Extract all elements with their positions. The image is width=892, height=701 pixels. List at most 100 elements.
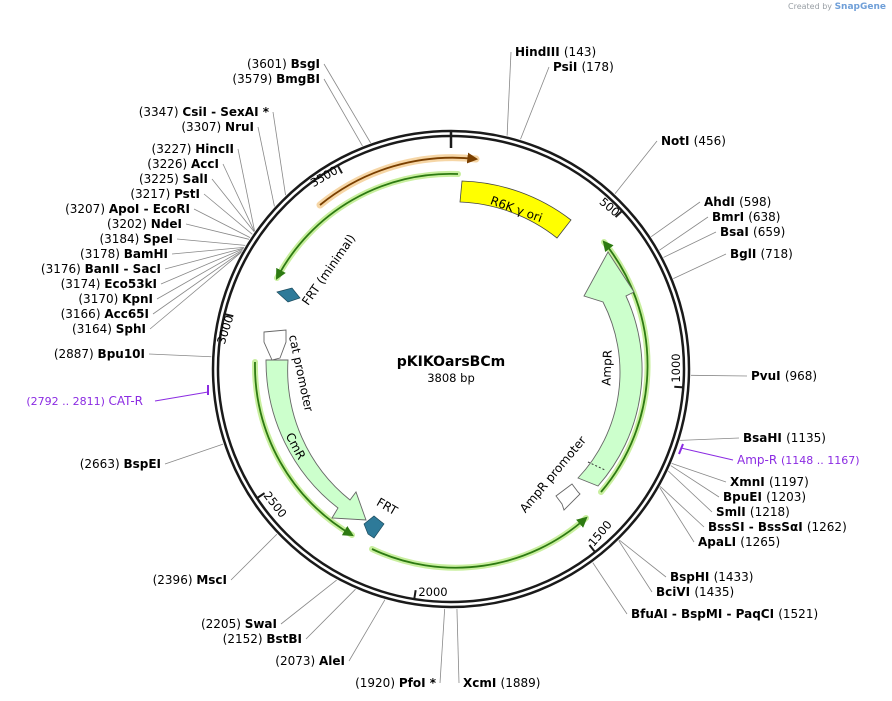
ampr-promoter-label: AmpR promoter [517, 433, 589, 515]
site-label: PsiI (178) [553, 60, 614, 74]
ampr-promoter-arrow [555, 483, 581, 511]
site-enzyme: ApaLI [698, 535, 740, 549]
tick-mark-500 [614, 210, 623, 218]
site-enzyme: Acc65I [104, 307, 149, 321]
tick-mark-1500 [588, 544, 596, 553]
site-position: (3225) [139, 172, 183, 186]
site-label: (1920) PfoI * [355, 676, 437, 690]
leader-line [614, 140, 658, 195]
site-position: (3184) [99, 232, 143, 246]
site-enzyme: PfoI * [399, 676, 437, 690]
snapgene-credit: Created by SnapGene [788, 2, 886, 12]
plasmid-length: 3808 bp [427, 371, 475, 385]
site-label: BsaI (659) [720, 225, 785, 239]
site-position: (968) [785, 369, 817, 383]
leader-line [456, 608, 460, 684]
leader-line [680, 437, 740, 441]
site-enzyme: Bpu10I [98, 347, 145, 361]
frt-arrow [363, 515, 385, 539]
leader-line [520, 66, 550, 140]
site-label: (3225) SalI [139, 172, 208, 186]
tick-marks [224, 164, 684, 600]
site-position: (2663) [80, 457, 124, 471]
site-enzyme: PstI [174, 187, 200, 201]
site-enzyme: BpuEI [723, 490, 766, 504]
leader-line [671, 463, 727, 483]
tick-mark-3500 [336, 164, 343, 174]
site-label: PvuI (968) [751, 369, 817, 383]
site-label: XcmI (1889) [463, 676, 540, 690]
site-position: (1262) [807, 520, 847, 534]
site-position: (1920) [355, 676, 399, 690]
leader-line [164, 247, 244, 270]
site-position: (3601) [247, 57, 291, 71]
tick-mark-2000 [413, 590, 417, 600]
site-position: (1889) [501, 676, 541, 690]
site-enzyme: ApoI - EcoRI [109, 202, 190, 216]
site-label: (2887) Bpu10I [54, 347, 145, 361]
site-enzyme: NdeI [151, 217, 182, 231]
site-label: (2663) BspEI [80, 457, 161, 471]
site-label: BpuEI (1203) [723, 490, 806, 504]
site-enzyme: XmnI [730, 475, 769, 489]
site-label: (3178) BamHI [80, 247, 168, 261]
site-position: (3178) [80, 247, 124, 261]
leader-line [156, 249, 243, 300]
site-label: BspHI (1433) [670, 570, 753, 584]
leader-line [152, 251, 242, 315]
site-enzyme: SalI [183, 172, 208, 186]
site-position: (3166) [61, 307, 105, 321]
site-position: (2073) [275, 654, 319, 668]
leader-line [272, 111, 286, 196]
site-label: (3174) Eco53kI [61, 277, 157, 291]
site-label: NotI (456) [661, 134, 726, 148]
site-position: (638) [748, 210, 780, 224]
site-position: (178) [581, 60, 613, 74]
site-position: (3226) [147, 157, 191, 171]
site-label: (3347) CsiI - SexAI * [139, 105, 270, 119]
leader-line [176, 238, 246, 246]
orf-arc-topleft [275, 172, 459, 280]
site-position: (1433) [714, 570, 754, 584]
site-label: HindIII (143) [515, 45, 596, 59]
site-position: (1435) [694, 585, 734, 599]
site-position: (718) [761, 247, 793, 261]
site-label: XmnI (1197) [730, 475, 809, 489]
primer-name: CAT-R [108, 394, 143, 408]
leader-line [618, 540, 653, 593]
site-enzyme: BmgBI [276, 72, 320, 86]
site-position: (2887) [54, 347, 98, 361]
site-label: (2152) BstBI [223, 632, 302, 646]
tick-mark-3000 [224, 313, 234, 318]
ampr-feature [577, 251, 643, 487]
site-label: (2073) AleI [275, 654, 345, 668]
leader-line [670, 465, 720, 498]
site-label: (3202) NdeI [107, 217, 182, 231]
site-enzyme: PvuI [751, 369, 785, 383]
cmr-feature [265, 359, 367, 521]
site-label: (3164) SphI [72, 322, 146, 336]
frt-label: FRT [374, 495, 400, 518]
site-label: BglI (718) [730, 247, 793, 261]
site-position: (3170) [78, 292, 122, 306]
site-position: (3579) [232, 72, 276, 86]
site-position: (598) [739, 195, 771, 209]
site-enzyme: SwaI [245, 617, 277, 631]
site-enzyme: HindIII [515, 45, 564, 59]
site-enzyme: NotI [661, 134, 694, 148]
site-position: (456) [694, 134, 726, 148]
site-label: BciVI (1435) [656, 585, 734, 599]
site-label: (3207) ApoI - EcoRI [65, 202, 190, 216]
site-position: (3227) [152, 142, 196, 156]
primer-range: (2792 .. 2811) [26, 395, 108, 408]
leader-line [690, 374, 748, 377]
site-label: (3227) HincII [152, 142, 234, 156]
leader-line [619, 539, 667, 578]
site-label: (3166) Acc65I [61, 307, 149, 321]
site-position: (1197) [769, 475, 809, 489]
site-enzyme: BciVI [656, 585, 694, 599]
site-enzyme: BstBI [266, 632, 302, 646]
leader-line [663, 231, 717, 258]
orf-arc-bottom-right [371, 516, 588, 569]
